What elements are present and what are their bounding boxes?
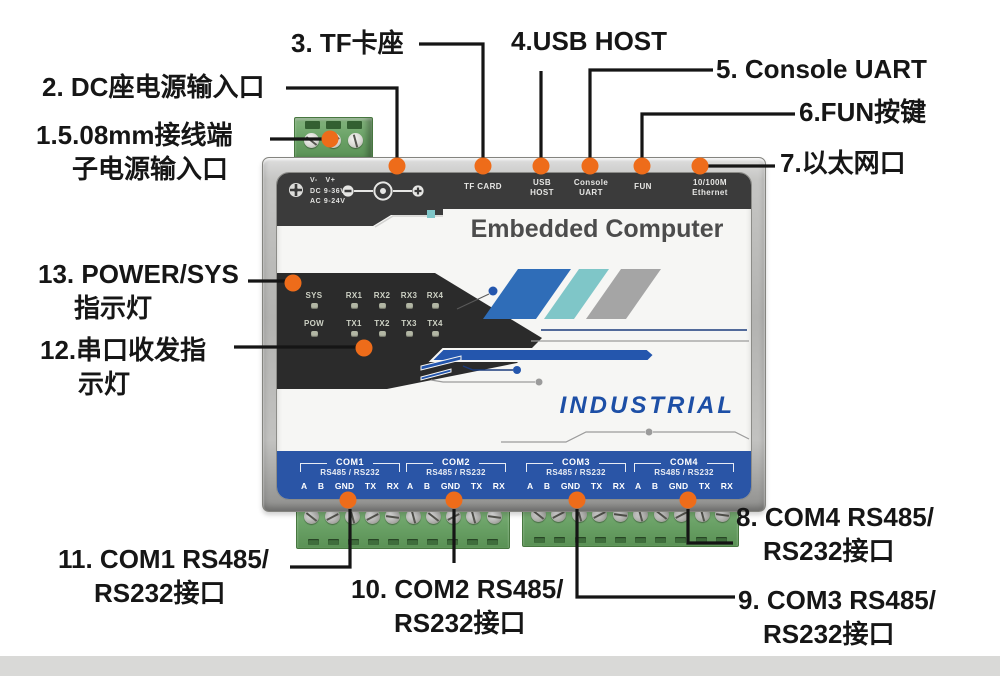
screw-icon (466, 509, 482, 524)
led-tx4: TX4 (418, 319, 452, 337)
com-standard: RS485 / RS232 (320, 468, 380, 477)
port-label-fun: FUN (634, 182, 652, 191)
led-indicator (405, 303, 413, 309)
callout-label-console-uart: 5. Console UART (716, 54, 927, 84)
led-indicator (310, 331, 318, 337)
led-indicator (405, 331, 413, 337)
led-rx1: RX1 (337, 291, 371, 309)
callout-label-com4-port: 8. COM4 RS485/RS232接口 (736, 502, 934, 566)
circuit-traces (430, 365, 750, 443)
terminal-wire-slots (299, 121, 368, 129)
led-rx2: RX2 (365, 291, 399, 309)
callout-label-tf-card-slot: 3. TF卡座 (291, 28, 404, 58)
led-tx2: TX2 (365, 319, 399, 337)
led-indicator (378, 303, 386, 309)
screw-icon (365, 509, 381, 524)
led-panel: SYS RX1 RX2 RX3 RX4 POW TX1 TX2 TX3 TX4 (299, 289, 469, 353)
stripe-blue (483, 269, 571, 319)
port-label-tf-card: TF CARD (464, 182, 502, 191)
callout-line-5 (588, 68, 713, 158)
com-name: COM4 (669, 457, 698, 467)
screw-icon (326, 133, 341, 148)
device-title: Embedded Computer (470, 215, 724, 243)
led-rx4: RX4 (418, 291, 452, 309)
led-indicator (431, 331, 439, 337)
terminal-wire-slots (525, 537, 736, 543)
led-pow: POW (297, 319, 331, 337)
com-name: COM2 (441, 457, 470, 467)
power-markings: V- V+ DC 9-36V AC 9-24V (310, 177, 346, 205)
callout-label-serial-leds: 12.串口收发指示灯 (40, 335, 207, 399)
ground-screw-icon (289, 183, 303, 197)
screw-icon (405, 509, 421, 524)
callout-label-com3-port: 9. COM3 RS485/RS232接口 (738, 585, 936, 649)
com-standard: RS485 / RS232 (546, 468, 606, 477)
com-standard: RS485 / RS232 (654, 468, 714, 477)
screw-icon (425, 509, 441, 524)
callout-label-terminal-power-input: 1.5.08mm接线端子电源输入口 (36, 120, 233, 184)
callout-line-3 (419, 42, 485, 158)
callout-label-dc-power-input: 2. DC座电源输入口 (42, 72, 265, 102)
industrial-band (428, 348, 656, 362)
screw-icon (348, 133, 363, 148)
callout-label-com2-port: 10. COM2 RS485/RS232接口 (351, 574, 564, 638)
com-name: COM1 (335, 457, 364, 467)
led-sys: SYS (297, 291, 331, 309)
led-indicator (310, 303, 318, 309)
decor-stripes (420, 269, 749, 381)
dark-wedge-graphic (277, 209, 443, 228)
blue-trace-dot (488, 286, 498, 296)
screw-icon (385, 509, 401, 524)
callout-line-6 (640, 112, 795, 158)
bottom-gray-band (0, 656, 1000, 676)
com-standard: RS485 / RS232 (426, 468, 486, 477)
callout-label-com1-port: 11. COM1 RS485/RS232接口 (58, 544, 269, 608)
screw-icon (486, 509, 502, 524)
dc-jack-polarity-icon (342, 181, 424, 201)
led-tx3: TX3 (392, 319, 426, 337)
led-tx1: TX1 (337, 319, 371, 337)
terminal-screws (297, 133, 370, 148)
stripe-gray (586, 269, 661, 319)
led-indicator (350, 303, 358, 309)
terminal-wire-slots (299, 539, 507, 545)
led-rx3: RX3 (392, 291, 426, 309)
power-terminal-block (294, 117, 373, 160)
brand-wordmark: INDUSTRIAL (559, 392, 735, 419)
led-indicator (350, 331, 358, 337)
screw-icon (304, 133, 319, 148)
com-name: COM3 (561, 457, 590, 467)
callout-label-usb-host: 4.USB HOST (511, 26, 668, 56)
led-indicator (378, 331, 386, 337)
callout-label-ethernet-port: 7.以太网口 (780, 148, 906, 178)
callout-label-fun-button: 6.FUN按键 (799, 97, 927, 127)
stripe-teal (544, 269, 609, 319)
led-indicator (431, 303, 439, 309)
teal-accent-dot (427, 210, 435, 218)
